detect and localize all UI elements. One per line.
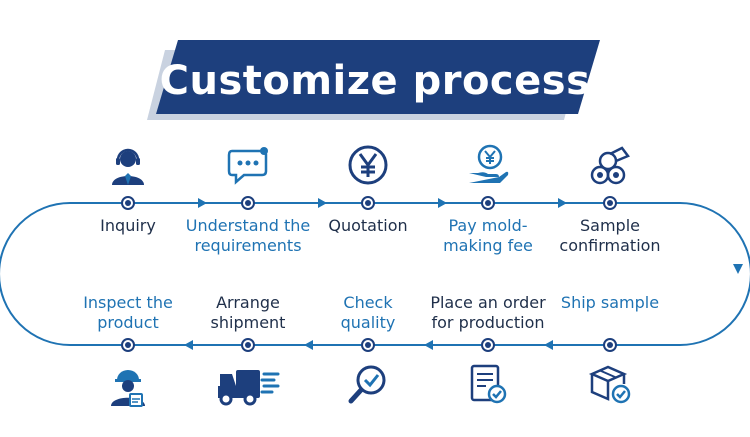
step-sample-confirmation-label: Sample confirmation [559,216,661,255]
step-quotation-label: Quotation [328,216,408,235]
hand-coin-icon [469,144,509,183]
document-check-icon [470,364,507,404]
step-pay-fee-label: Pay mold-making fee [443,216,533,255]
pipes-icon [590,146,630,185]
truck-icon [218,370,280,406]
magnifier-check-icon [348,365,386,404]
step-ship-sample-label: Ship sample [560,293,660,312]
page-title: Customize process [159,58,591,104]
headset-icon [112,148,144,185]
step-check-quality-label: Check quality [340,293,396,332]
step-understand-label: Understand the requirements [185,216,311,255]
step-arrange-shipment-label: Arrange shipment [210,293,286,332]
inspector-icon [111,370,145,407]
step-place-order-label: Place an order for production [430,293,546,332]
step-inspect-label: Inspect the product [83,293,173,332]
step-inquiry-label: Inquiry [100,216,156,235]
flow-nodes [121,196,617,352]
title-banner [147,40,600,120]
yen-icon [348,145,388,185]
package-check-icon [588,365,631,404]
chat-bubble-icon [227,147,268,185]
flow-arrows [184,198,743,350]
